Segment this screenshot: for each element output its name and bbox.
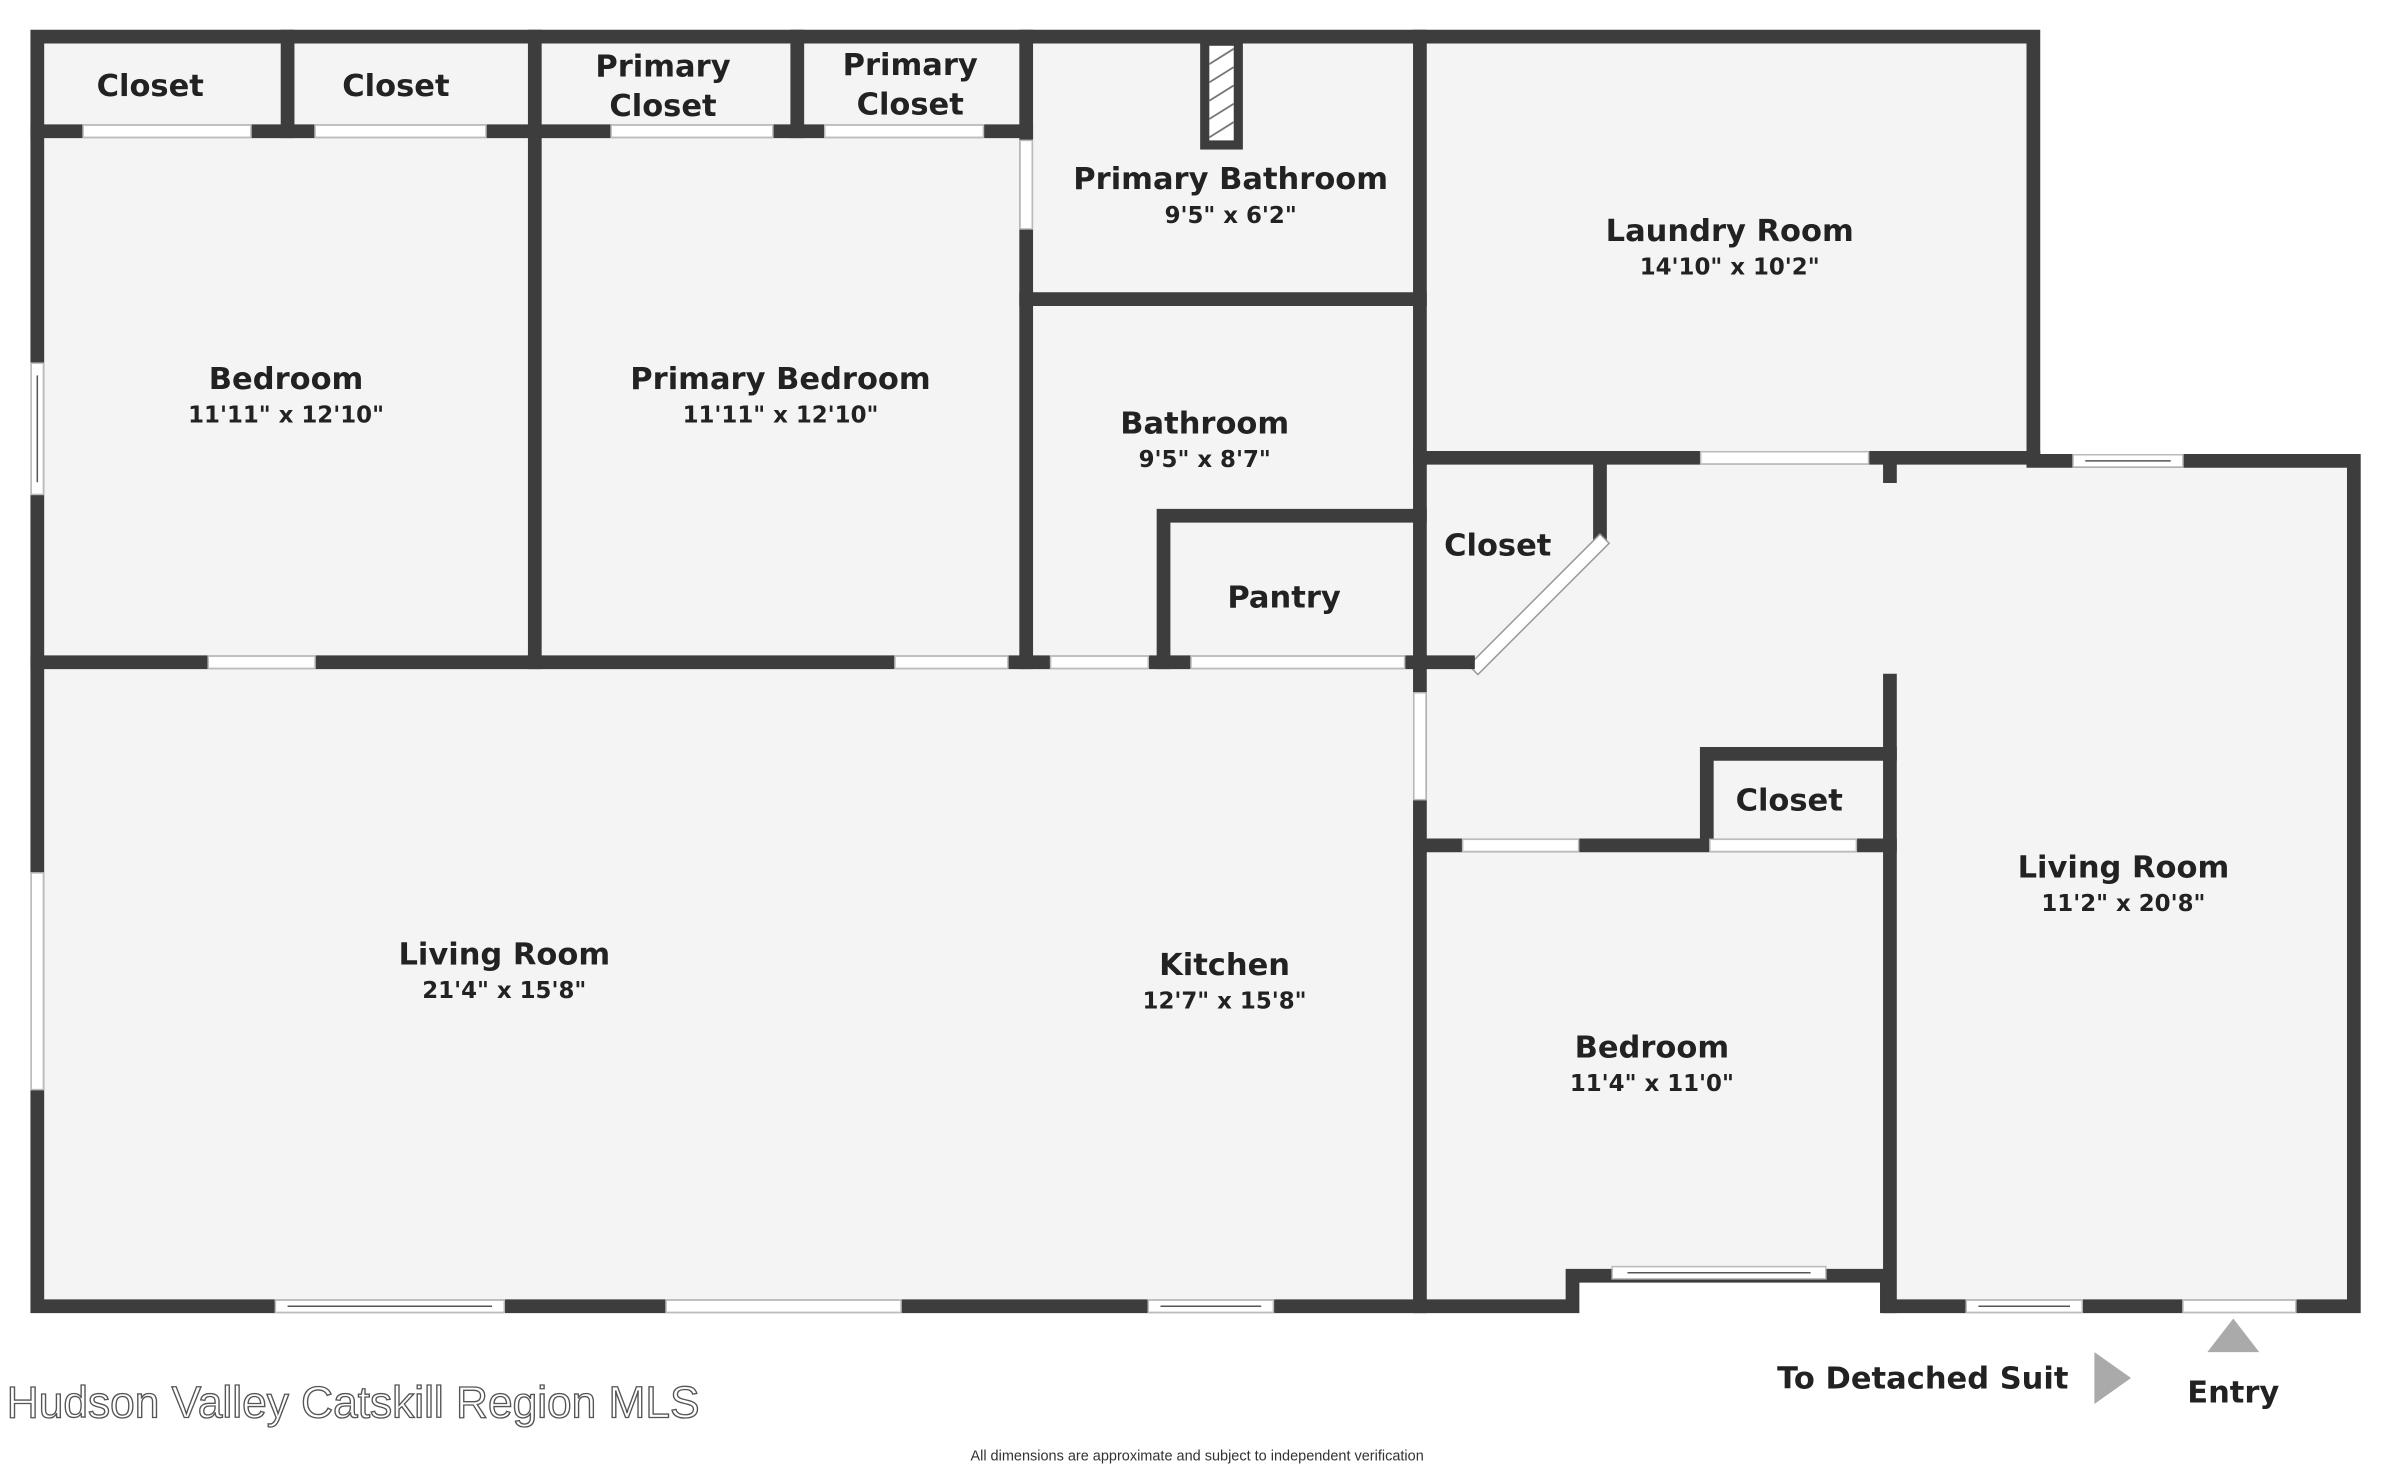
- entry-arrow-icon: [2207, 1318, 2260, 1353]
- living-room-right-dims: 11'2" x 20'8": [2041, 891, 2205, 917]
- closet-bedroom-name: Closet: [1736, 783, 1843, 818]
- watermark: Hudson Valley Catskill Region MLS: [7, 1379, 700, 1428]
- detached-arrow-icon: [2094, 1352, 2132, 1404]
- living-room-right-name: Living Room: [2018, 850, 2230, 885]
- bedroom-left-name: Bedroom: [209, 362, 364, 397]
- pantry-name: Pantry: [1227, 580, 1340, 615]
- window-lines: [36, 375, 2171, 1308]
- primary-closet-2-line2: Closet: [857, 87, 964, 122]
- bedroom-left-dims: 11'11" x 12'10": [188, 403, 384, 429]
- living-room-main-name: Living Room: [398, 937, 610, 972]
- primary-closet-1-line2: Closet: [609, 89, 716, 124]
- disclaimer: All dimensions are approximate and subje…: [970, 1448, 1423, 1464]
- room-labels: Closet Closet Primary Closet Primary Clo…: [97, 48, 2230, 1097]
- closet-hall-name: Closet: [1444, 528, 1551, 563]
- angled-closet-door: [1419, 533, 1611, 676]
- primary-bedroom-name: Primary Bedroom: [630, 362, 930, 397]
- primary-bathroom-name: Primary Bathroom: [1073, 162, 1388, 197]
- laundry-room-name: Laundry Room: [1606, 214, 1854, 249]
- living-room-main-dims: 21'4" x 15'8": [422, 978, 586, 1004]
- detached-suite-label: To Detached Suit: [1777, 1362, 2068, 1397]
- floor-fill: [37, 36, 2354, 1307]
- bedroom-right-dims: 11'4" x 11'0": [1570, 1071, 1734, 1097]
- entry-label: Entry: [2187, 1375, 2279, 1410]
- kitchen-dims: 12'7" x 15'8": [1143, 989, 1307, 1015]
- kitchen-name: Kitchen: [1159, 948, 1290, 983]
- primary-bathroom-dims: 9'5" x 6'2": [1165, 203, 1297, 229]
- primary-closet-2-line1: Primary: [843, 48, 978, 83]
- bathroom-name: Bathroom: [1120, 406, 1289, 441]
- vent-hatch: [1200, 36, 1243, 150]
- closet-1-name: Closet: [97, 69, 204, 104]
- closet-2-name: Closet: [342, 69, 449, 104]
- primary-bedroom-dims: 11'11" x 12'10": [683, 403, 879, 429]
- bathroom-dims: 9'5" x 8'7": [1139, 447, 1271, 473]
- openings: [30, 124, 2297, 1314]
- primary-closet-1-line1: Primary: [595, 49, 730, 84]
- laundry-room-dims: 14'10" x 10'2": [1640, 255, 1820, 281]
- bedroom-right-name: Bedroom: [1575, 1031, 1730, 1066]
